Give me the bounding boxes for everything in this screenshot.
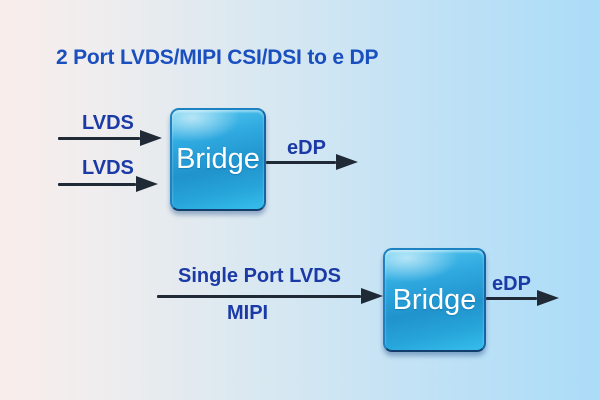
input-label-lvds-2: LVDS	[82, 157, 134, 179]
input-label-mipi: MIPI	[227, 302, 269, 324]
bridge-block-label: Bridge	[176, 143, 260, 175]
output-label-edp-1: eDP	[287, 137, 326, 159]
output-label-edp-2: eDP	[492, 273, 531, 295]
page-title: 2 Port LVDS/MIPI CSI/DSI to e DP	[56, 46, 379, 69]
arrowhead-icon	[537, 290, 559, 306]
input-arrow-line-3	[157, 295, 361, 298]
arrowhead-icon	[140, 130, 162, 146]
output-arrow-line-1	[266, 161, 336, 164]
input-arrow-line-2	[58, 183, 136, 186]
arrowhead-icon	[136, 176, 158, 192]
bridge-block-1: Bridge	[170, 108, 266, 211]
bridge-block-label: Bridge	[392, 283, 477, 316]
input-label-single-port-lvds: Single Port LVDS	[178, 265, 341, 287]
output-arrow-line-2	[486, 297, 537, 300]
bridge-block-2: Bridge	[383, 248, 486, 352]
input-arrow-line-1	[58, 137, 140, 140]
input-label-lvds-1: LVDS	[82, 112, 134, 134]
arrowhead-icon	[336, 154, 358, 170]
arrowhead-icon	[361, 288, 383, 304]
